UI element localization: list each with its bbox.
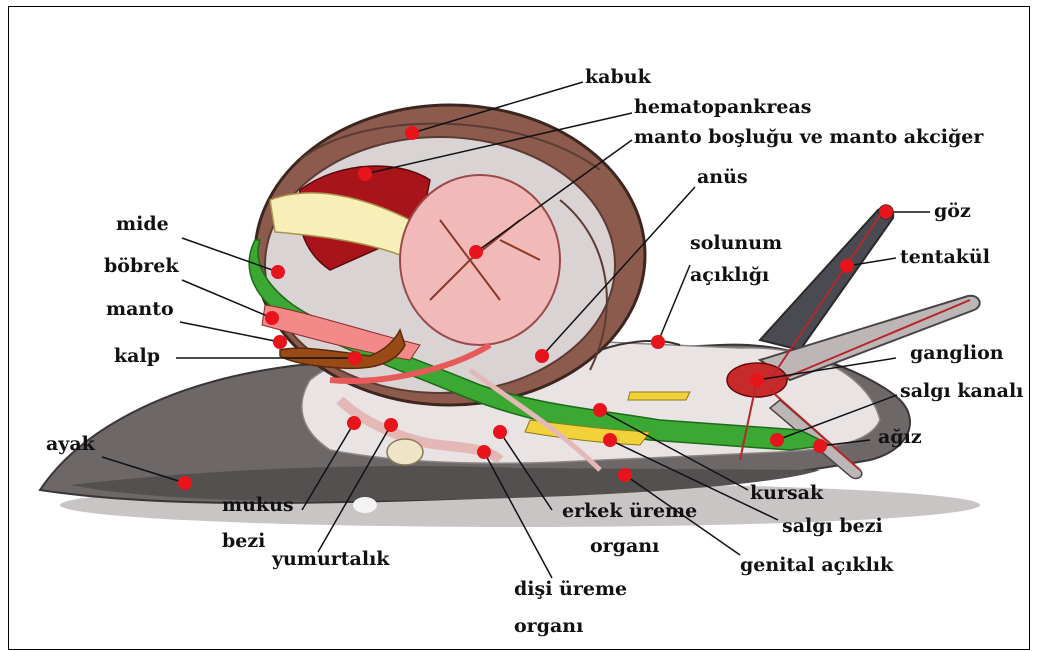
marker-kalp bbox=[348, 351, 362, 365]
label-ayak: ayak bbox=[46, 433, 95, 456]
label-kabuk: kabuk bbox=[585, 66, 651, 89]
marker-goz bbox=[879, 205, 893, 219]
marker-salgi-kanali bbox=[770, 433, 784, 447]
marker-yumurtalik bbox=[384, 418, 398, 432]
marker-hematopankreas bbox=[358, 167, 372, 181]
marker-tentakul bbox=[840, 259, 854, 273]
label-disi-2: organı bbox=[514, 615, 583, 638]
label-tentakul: tentakül bbox=[900, 246, 990, 269]
label-mukus-2: bezi bbox=[222, 530, 265, 553]
label-goz: göz bbox=[934, 200, 971, 223]
marker-anus bbox=[535, 349, 549, 363]
marker-mukus bbox=[347, 416, 361, 430]
marker-salgi-bezi bbox=[603, 433, 617, 447]
label-mukus-1: mukus bbox=[222, 494, 294, 517]
label-ganglion: ganglion bbox=[910, 342, 1004, 365]
salivary-gland-2 bbox=[628, 392, 690, 400]
label-manto-boslugu: manto boşluğu ve manto akciğer bbox=[634, 126, 983, 149]
small-white-blob bbox=[353, 497, 377, 513]
ovotestis bbox=[387, 439, 423, 465]
label-solunum-1: solunum bbox=[690, 232, 782, 255]
marker-mide bbox=[271, 265, 285, 279]
label-hematopankreas: hematopankreas bbox=[634, 96, 811, 119]
label-erkek-1: erkek üreme bbox=[562, 500, 697, 523]
marker-kursak bbox=[593, 403, 607, 417]
label-mide: mide bbox=[116, 213, 169, 236]
marker-solunum bbox=[651, 335, 665, 349]
label-disi-1: dişi üreme bbox=[514, 578, 627, 601]
label-genital: genital açıklık bbox=[740, 554, 893, 577]
label-agiz: ağız bbox=[878, 426, 922, 449]
label-solunum-2: açıklığı bbox=[690, 264, 769, 287]
marker-erkek bbox=[493, 425, 507, 439]
label-kursak: kursak bbox=[750, 482, 823, 505]
label-anus: anüs bbox=[697, 166, 748, 189]
marker-genital bbox=[618, 468, 632, 482]
label-yumurtalik: yumurtalık bbox=[272, 548, 389, 571]
marker-manto bbox=[273, 335, 287, 349]
lung bbox=[400, 175, 560, 345]
marker-disi bbox=[477, 445, 491, 459]
marker-manto-boslugu bbox=[469, 245, 483, 259]
line-solunum bbox=[658, 265, 690, 342]
label-kalp: kalp bbox=[114, 345, 160, 368]
marker-bobrek bbox=[265, 311, 279, 325]
label-manto: manto bbox=[106, 298, 174, 321]
label-salgi-bezi: salgı bezi bbox=[782, 515, 883, 538]
label-salgi-kanali: salgı kanalı bbox=[900, 380, 1023, 403]
marker-agiz bbox=[813, 439, 827, 453]
marker-ayak bbox=[178, 476, 192, 490]
marker-kabuk bbox=[405, 126, 419, 140]
label-erkek-2: organı bbox=[590, 535, 659, 558]
marker-ganglion bbox=[750, 373, 764, 387]
label-bobrek: böbrek bbox=[104, 255, 179, 278]
